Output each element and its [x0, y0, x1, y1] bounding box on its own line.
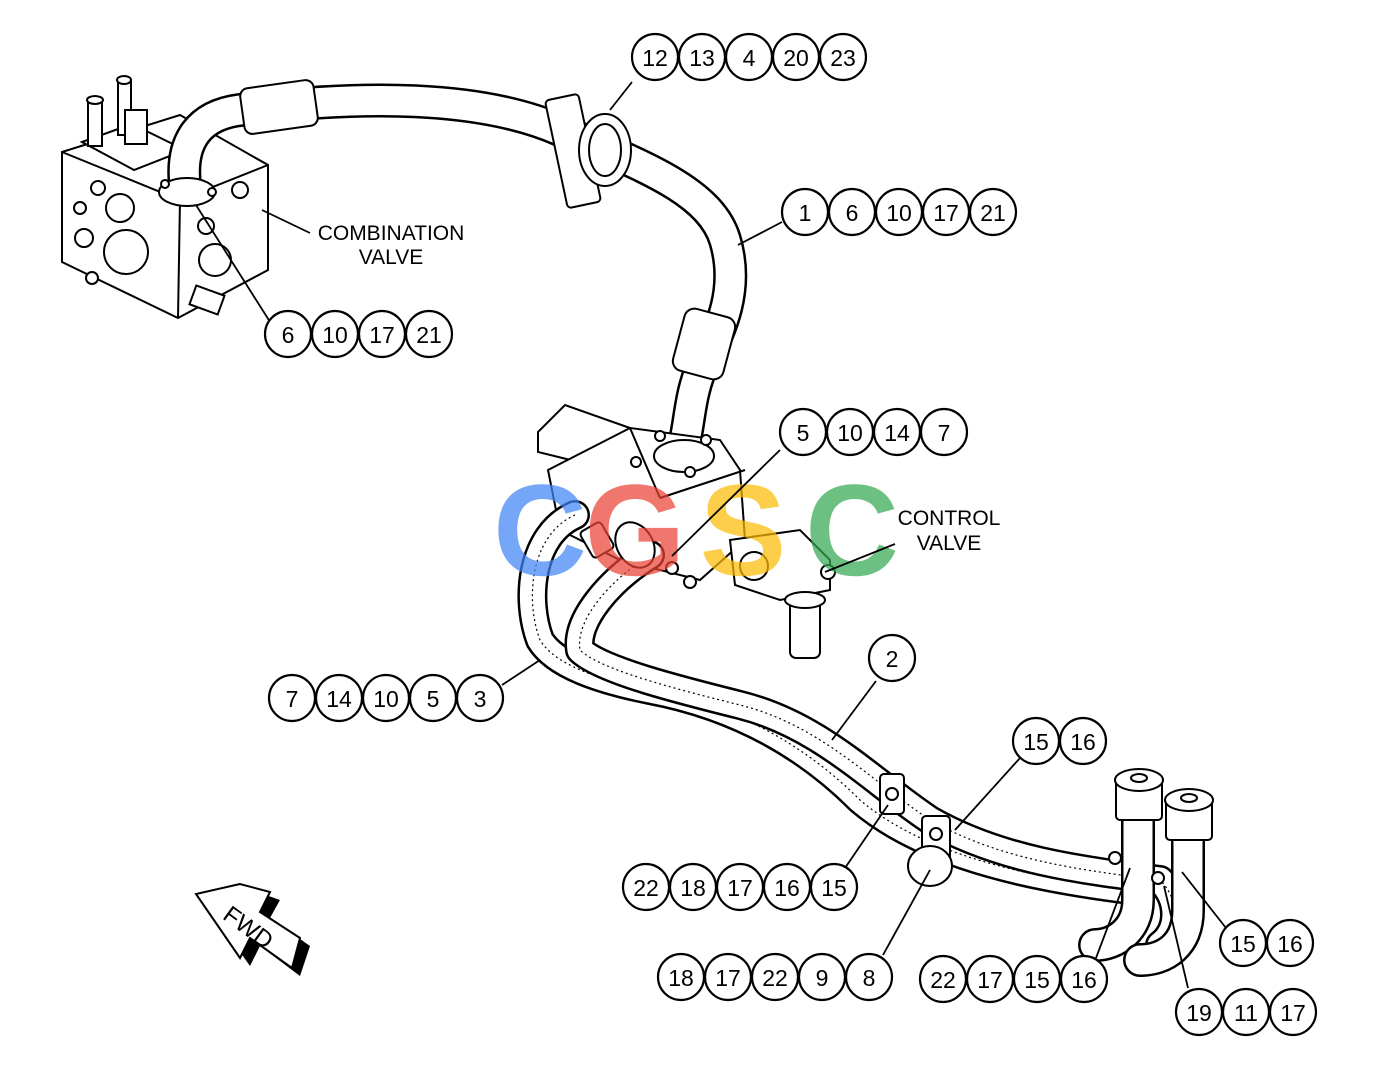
watermark-letter-3: S	[700, 457, 787, 603]
callout-left-tube: 7 14 10 5 3	[267, 673, 505, 723]
callout-number: 22	[762, 965, 788, 991]
callout-balloon	[809, 862, 859, 912]
fwd-arrow: FWD	[194, 882, 310, 976]
callout-number: 9	[816, 965, 829, 991]
callout-number: 17	[933, 200, 959, 226]
callout-number: 12	[642, 45, 668, 71]
callout-number: 5	[427, 686, 440, 712]
callout-number: 10	[886, 200, 912, 226]
callout-clamp-bolt-b: 18 17 22 9 8	[656, 952, 894, 1002]
combination-valve-label-line-1: COMBINATION	[318, 222, 465, 245]
callout-balloon	[1265, 918, 1315, 968]
callout-number: 18	[668, 965, 694, 991]
callout-number: 16	[1070, 729, 1096, 755]
callout-balloon	[919, 407, 969, 457]
callout-number: 17	[727, 875, 753, 901]
leader-lines	[195, 81, 1227, 989]
combination-valve-label-line-2: VALVE	[359, 246, 424, 269]
callout-control-valve-flange: 5 10 14 7	[778, 407, 969, 457]
callout-number: 1	[799, 200, 812, 226]
callout-number: 11	[1234, 1000, 1258, 1026]
callout-number: 21	[416, 322, 442, 348]
callout-balloon	[1268, 987, 1318, 1037]
callout-number: 10	[322, 322, 348, 348]
callout-number: 15	[1023, 729, 1049, 755]
watermark-letter-4: C	[805, 457, 899, 603]
callout-number: 14	[884, 420, 910, 446]
callout-number: 4	[743, 45, 756, 71]
callout-number: 6	[846, 200, 859, 226]
callout-number: 8	[863, 965, 876, 991]
callout-number: 15	[821, 875, 847, 901]
callout-number: 17	[1280, 1000, 1306, 1026]
callout-number: 16	[1071, 967, 1097, 993]
callout-end-fitting: 19 11 17	[1174, 987, 1318, 1037]
callout-number: 17	[369, 322, 395, 348]
callout-number: 16	[1277, 931, 1303, 957]
callout-balloon	[867, 633, 917, 683]
callout-balloon	[1058, 716, 1108, 766]
callout-lower-tube: 2	[867, 633, 917, 683]
callout-number: 17	[715, 965, 741, 991]
callout-number: 10	[373, 686, 399, 712]
callout-number: 15	[1024, 967, 1050, 993]
callout-number: 14	[326, 686, 352, 712]
watermark: C G S C	[493, 457, 899, 603]
control-valve-label-line-1: CONTROL	[898, 507, 1001, 530]
callout-number: 7	[286, 686, 299, 712]
control-valve-label-line-2: VALVE	[917, 532, 982, 555]
callout-number: 6	[282, 322, 295, 348]
callout-balloon	[455, 673, 505, 723]
top-clamp	[544, 93, 632, 209]
mid-clamp-hardware	[879, 773, 953, 887]
callout-number: 20	[783, 45, 809, 71]
right-fittings	[1078, 768, 1214, 977]
callout-number: 5	[797, 420, 810, 446]
callout-balloon	[968, 187, 1018, 237]
callout-number: 22	[930, 967, 956, 993]
watermark-letter-2: G	[584, 457, 685, 603]
callout-number: 3	[474, 686, 487, 712]
callout-end-clamp: 22 17 15 16	[918, 954, 1109, 1004]
callout-balloon	[844, 952, 894, 1002]
callout-number: 19	[1186, 1000, 1212, 1026]
combination-valve	[61, 75, 269, 320]
callout-number: 16	[774, 875, 800, 901]
callout-number: 17	[977, 967, 1003, 993]
watermark-letter-1: C	[493, 457, 587, 603]
callout-top-clamp: 12 13 4 20 23	[630, 32, 868, 82]
callout-combination-valve-flange: 6 10 17 21	[263, 309, 454, 359]
callout-number: 23	[830, 45, 856, 71]
callout-number: 15	[1230, 931, 1256, 957]
callout-balloon	[1059, 954, 1109, 1004]
callout-clamp-bolt-a: 22 18 17 16 15	[621, 862, 859, 912]
callout-upper-tube: 1 6 10 17 21	[780, 187, 1018, 237]
callout-number: 18	[680, 875, 706, 901]
control-valve-label: CONTROL VALVE	[898, 507, 1001, 555]
callout-number: 10	[837, 420, 863, 446]
callout-number: 7	[938, 420, 951, 446]
callout-number: 21	[980, 200, 1006, 226]
combination-valve-label: COMBINATION VALVE	[318, 222, 465, 269]
callout-number: 13	[689, 45, 715, 71]
callout-balloon	[404, 309, 454, 359]
callout-number: 2	[886, 646, 899, 672]
callout-number: 22	[633, 875, 659, 901]
callout-balloon	[818, 32, 868, 82]
